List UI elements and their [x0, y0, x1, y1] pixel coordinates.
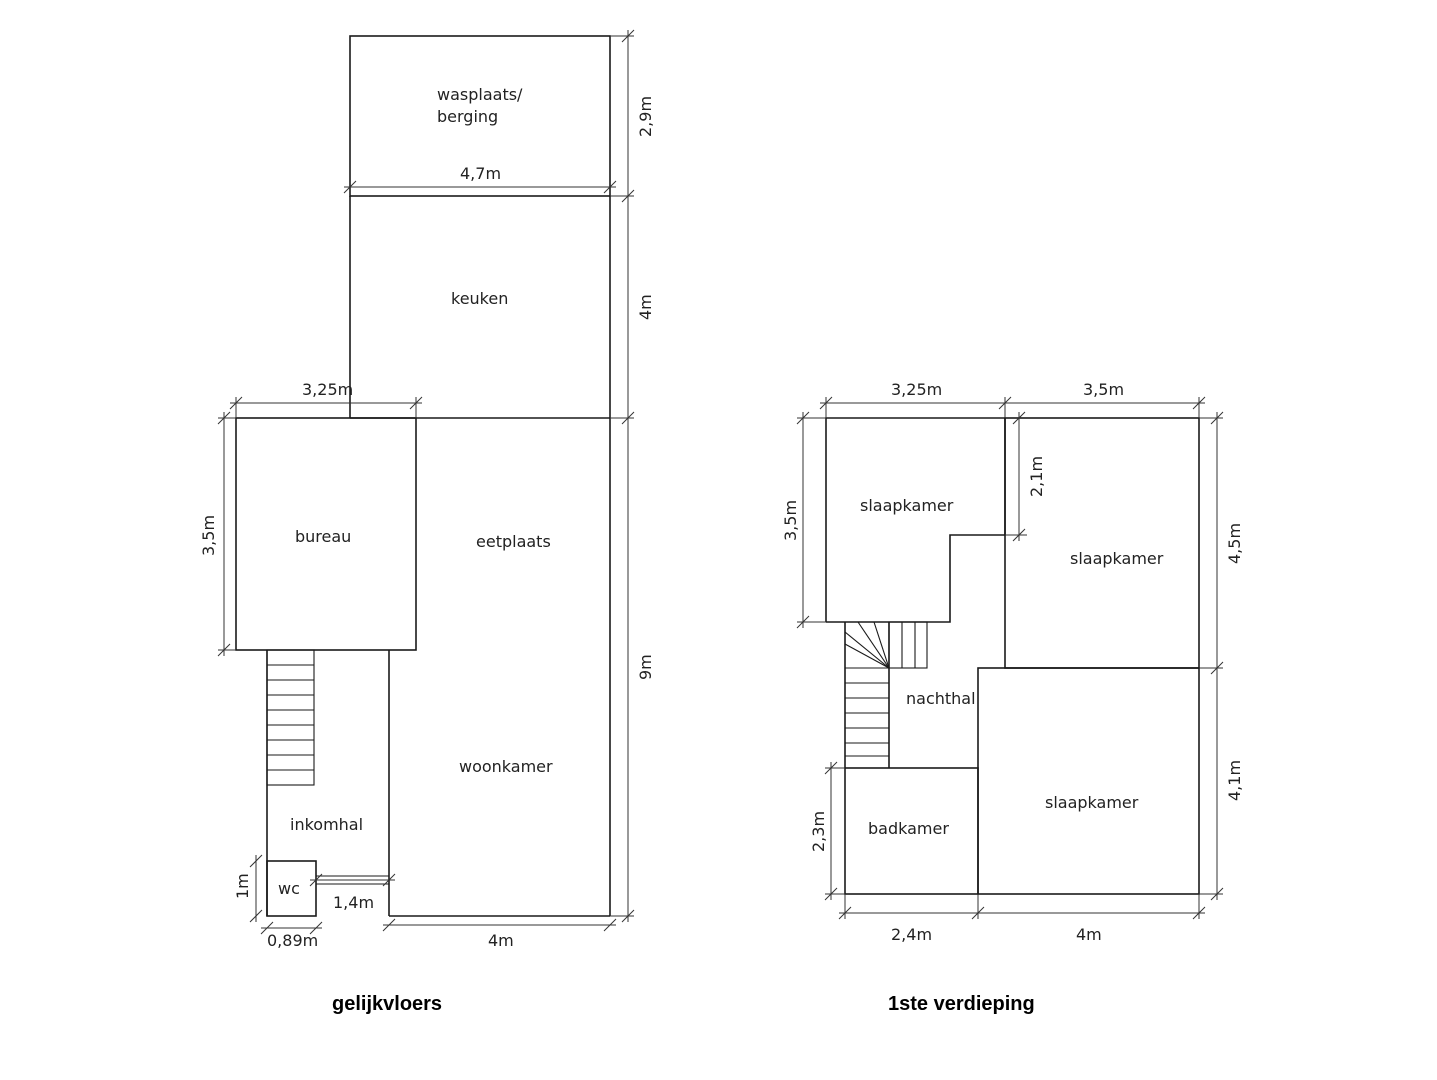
wc-room-outline [266, 860, 317, 917]
slaapkamer-2-outline [1004, 417, 1200, 669]
dim-label-keuken-depth: 4m [636, 294, 655, 320]
dim-label-right-bottom-depth: 4,1m [1225, 760, 1244, 801]
dim-label-bath-width: 2,4m [891, 925, 932, 944]
room-label-wasplaats-line2: berging [437, 107, 498, 126]
room-label-eetplaats: eetplaats [476, 532, 551, 551]
slaapkamer-3-outline [977, 667, 1200, 895]
badkamer-outline [844, 767, 979, 895]
dim-label-wc-depth: 1m [233, 873, 252, 899]
dim-label-wasplaats-width: 4,7m [460, 164, 501, 183]
room-label-wc: wc [278, 879, 300, 898]
slaapkamer-1-outline [825, 417, 1006, 623]
ground-floor-dimension-lines [217, 29, 635, 935]
room-label-slaapkamer-3: slaapkamer [1045, 793, 1139, 812]
room-label-woonkamer: woonkamer [459, 757, 553, 776]
dim-label-living-width: 4m [488, 931, 514, 950]
room-label-inkomhal: inkomhal [290, 815, 363, 834]
dim-label-total-depth: 9m [636, 654, 655, 680]
dim-label-inner-depth: 2,1m [1027, 456, 1046, 497]
first-floor-dimension-lines [796, 396, 1224, 920]
room-label-wasplaats-line1: wasplaats/ [437, 85, 523, 104]
dim-label-bureau-depth: 3,5m [199, 515, 218, 556]
dim-label-left-depth: 3,5m [781, 500, 800, 541]
first-floor-title: 1ste verdieping [888, 993, 1035, 1015]
dim-label-hall-width: 1,4m [333, 893, 374, 912]
room-label-keuken: keuken [451, 289, 508, 308]
dim-label-top-right-width: 3,5m [1083, 380, 1124, 399]
room-label-slaapkamer-1: slaapkamer [860, 496, 954, 515]
first-floor-plan: slaapkamer slaapkamer nachthal slaapkame… [781, 380, 1244, 1015]
room-label-nachthal: nachthal [906, 689, 976, 708]
dim-label-wasplaats-depth: 2,9m [636, 96, 655, 137]
bureau-room-outline [235, 417, 417, 651]
dim-label-bottom-right-width: 4m [1076, 925, 1102, 944]
room-label-badkamer: badkamer [868, 819, 949, 838]
ground-floor-title: gelijkvloers [332, 993, 442, 1015]
room-label-bureau: bureau [295, 527, 351, 546]
room-label-slaapkamer-2: slaapkamer [1070, 549, 1164, 568]
first-floor-stairs [844, 621, 928, 757]
dim-label-bureau-width: 3,25m [302, 380, 353, 399]
ground-floor-plan: wasplaats/ berging keuken bureau eetplaa… [199, 29, 655, 1015]
dim-label-top-left-width: 3,25m [891, 380, 942, 399]
wasplaats-room-outline [349, 35, 611, 197]
dim-label-right-top-depth: 4,5m [1225, 523, 1244, 564]
dim-label-bath-depth: 2,3m [809, 811, 828, 852]
ground-floor-stairs [266, 649, 315, 786]
dim-label-wc-width: 0,89m [267, 931, 318, 950]
